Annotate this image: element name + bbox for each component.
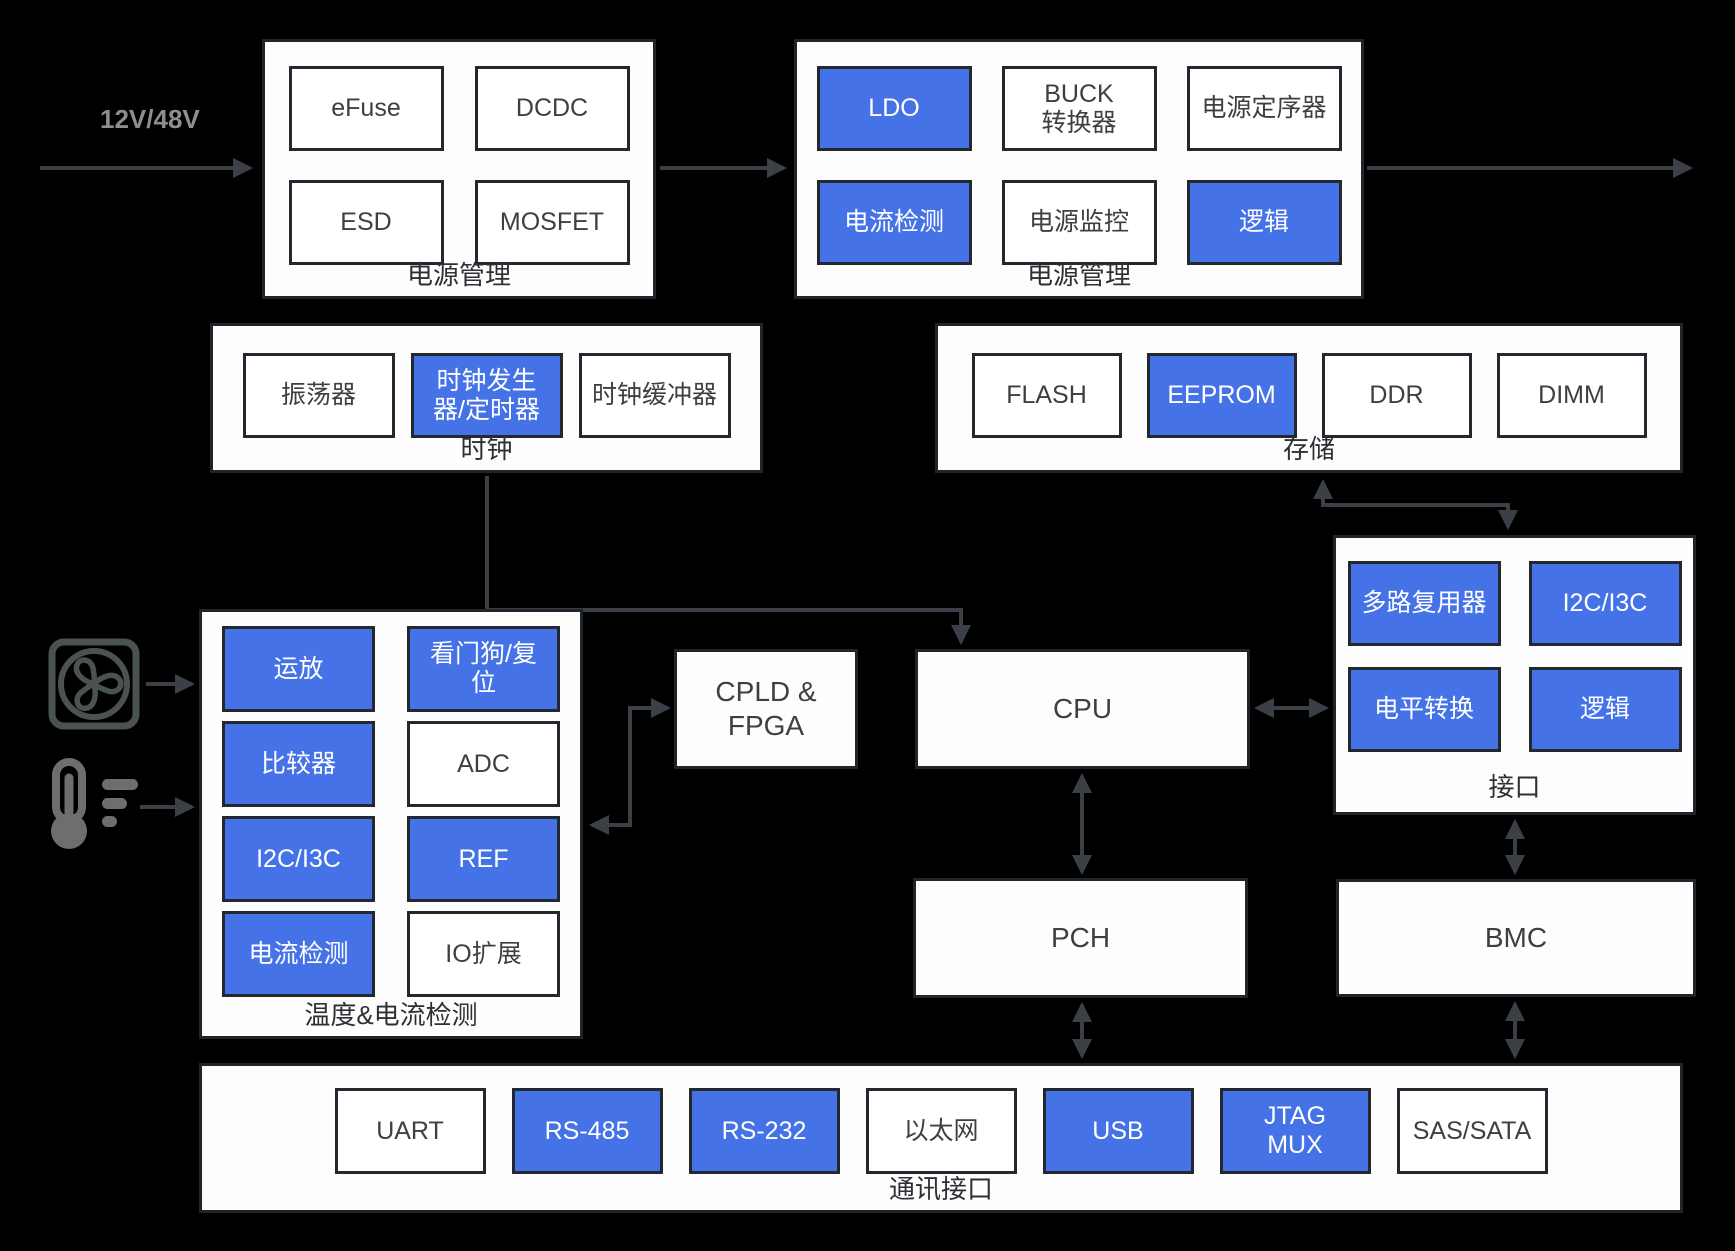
- cpu-node: CPU: [915, 649, 1250, 769]
- storage-title: 存储: [1282, 434, 1335, 464]
- temp-current-sense-group: 运放 看门狗/复 位 比较器 ADC I2C/I3C REF 电流检测 IO扩展…: [199, 609, 583, 1039]
- block-power-monitor: 电源监控: [1001, 180, 1157, 265]
- block-rs232: RS-232: [688, 1088, 840, 1174]
- block-mosfet: MOSFET: [474, 180, 630, 265]
- thermometer-icon: [44, 756, 144, 861]
- comm-title: 通讯接口: [888, 1174, 993, 1204]
- block-logic-interface: 逻辑: [1528, 667, 1682, 752]
- block-eeprom: EEPROM: [1146, 353, 1297, 438]
- block-i2c-i3c-temp: I2C/I3C: [222, 816, 375, 902]
- cpld-fpga-node: CPLD & FPGA: [674, 649, 858, 769]
- block-current-sense-temp: 电流检测: [222, 911, 375, 997]
- block-rs485: RS-485: [511, 1088, 663, 1174]
- arrow-temp-cpld: [589, 698, 671, 835]
- power-right-title: 电源管理: [1026, 260, 1131, 290]
- block-multiplexer: 多路复用器: [1347, 561, 1501, 646]
- block-dcdc: DCDC: [474, 66, 630, 151]
- block-opamp: 运放: [222, 626, 375, 712]
- block-logic: 逻辑: [1186, 180, 1342, 265]
- block-ethernet: 以太网: [865, 1088, 1017, 1174]
- bmc-node: BMC: [1336, 879, 1696, 997]
- storage-group: FLASH EEPROM DDR DIMM 存储: [935, 323, 1683, 473]
- interface-title: 接口: [1488, 772, 1541, 802]
- power-management-left-group: eFuse DCDC ESD MOSFET 电源管理: [262, 39, 656, 299]
- block-ldo: LDO: [816, 66, 972, 151]
- block-jtag-mux: JTAG MUX: [1219, 1088, 1371, 1174]
- power-left-title: 电源管理: [406, 260, 511, 290]
- block-ref: REF: [407, 816, 560, 902]
- block-esd: ESD: [288, 180, 444, 265]
- block-level-shifter: 电平转换: [1347, 667, 1501, 752]
- block-adc: ADC: [407, 721, 560, 807]
- arrow-clock-to-cpu: [485, 476, 971, 645]
- block-clock-generator-timer: 时钟发生 器/定时器: [410, 353, 563, 438]
- clock-title: 时钟: [460, 434, 513, 464]
- block-oscillator: 振荡器: [242, 353, 395, 438]
- block-uart: UART: [334, 1088, 486, 1174]
- block-buck-converter: BUCK 转换器: [1001, 66, 1157, 151]
- comm-interface-group: UART RS-485 RS-232 以太网 USB JTAG MUX SAS/…: [199, 1063, 1683, 1213]
- input-voltage-label: 12V/48V: [100, 104, 200, 134]
- block-io-expander: IO扩展: [407, 911, 560, 997]
- interface-group: 多路复用器 I2C/I3C 电平转换 逻辑 接口: [1333, 535, 1696, 815]
- block-clock-buffer: 时钟缓冲器: [578, 353, 731, 438]
- block-flash: FLASH: [971, 353, 1122, 438]
- block-ddr: DDR: [1321, 353, 1472, 438]
- block-usb: USB: [1042, 1088, 1194, 1174]
- clock-group: 振荡器 时钟发生 器/定时器 时钟缓冲器 时钟: [210, 323, 763, 473]
- temp-title: 温度&电流检测: [304, 1000, 478, 1030]
- block-dimm: DIMM: [1496, 353, 1647, 438]
- block-efuse: eFuse: [288, 66, 444, 151]
- block-i2c-i3c: I2C/I3C: [1528, 561, 1682, 646]
- fan-icon: [47, 637, 141, 736]
- block-watchdog-reset: 看门狗/复 位: [407, 626, 560, 712]
- block-power-sequencer: 电源定序器: [1186, 66, 1342, 151]
- block-sas-sata: SAS/SATA: [1396, 1088, 1548, 1174]
- block-current-sense: 电流检测: [816, 180, 972, 265]
- block-comparator: 比较器: [222, 721, 375, 807]
- pch-node: PCH: [913, 878, 1248, 998]
- arrow-storage-interface: [1313, 479, 1518, 530]
- power-management-right-group: LDO BUCK 转换器 电源定序器 电流检测 电源监控 逻辑 电源管理: [794, 39, 1364, 299]
